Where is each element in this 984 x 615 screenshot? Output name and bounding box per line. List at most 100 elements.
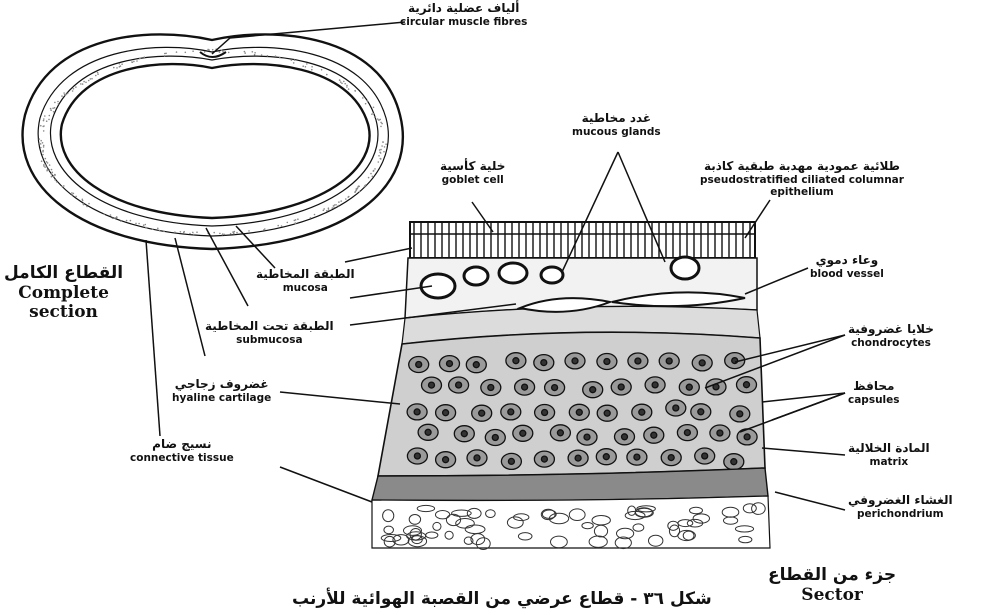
label-connective-tissue: نسيج ضام connective tissue [130,438,234,464]
stipple-dot [58,103,60,105]
stipple-dot [294,59,296,61]
stipple-dot [263,229,265,231]
stipple-dot [116,67,118,69]
label-blood-vessel: وعاء دموي blood vessel [810,254,884,280]
stipple-dot [56,181,58,183]
chondrocyte-nucleus [513,358,519,364]
stipple-dot [230,233,232,235]
chondrocyte-nucleus [651,432,657,438]
stipple-dot [133,61,135,63]
chondrocyte-nucleus [473,362,479,368]
chondrocyte-nucleus [604,410,610,416]
stipple-dot [54,107,56,109]
stipple-dot [368,177,370,179]
stipple-dot [340,81,342,83]
stipple-dot [40,147,42,149]
stipple-dot [212,49,214,51]
stipple-dot [380,158,382,160]
chondrocyte-nucleus [732,358,738,364]
stipple-dot [192,50,194,52]
label-chondrocytes: خلايا غضروفية chondrocytes [848,323,934,349]
stipple-dot [221,49,223,51]
stipple-dot [143,224,145,226]
stipple-dot [371,113,373,115]
stipple-dot [51,173,53,175]
chondrocyte-nucleus [508,458,514,464]
stipple-dot [326,210,328,212]
chondrocyte-nucleus [447,361,453,367]
stipple-dot [51,169,53,171]
stipple-dot [335,204,337,206]
stipple-dot [90,78,92,80]
stipple-dot [233,232,235,234]
stipple-dot [224,234,226,236]
stipple-dot [311,69,313,71]
stipple-dot [222,233,224,235]
stipple-dot [83,81,85,83]
stipple-dot [159,230,161,232]
stipple-dot [71,194,73,196]
stipple-dot [321,69,323,71]
stipple-dot [323,208,325,210]
stipple-dot [152,228,154,230]
chondrocyte-nucleus [575,455,581,461]
stipple-dot [46,161,48,163]
stipple-dot [126,220,128,222]
stipple-dot [71,192,73,194]
stipple-dot [43,164,45,166]
chondrocyte-nucleus [698,409,704,415]
stipple-dot [381,145,383,147]
stipple-dot [44,115,46,117]
stipple-dot [39,138,41,140]
stipple-dot [341,83,343,85]
chondrocyte-nucleus [639,409,645,415]
chondrocyte-nucleus [552,385,558,391]
stipple-dot [164,55,166,57]
stipple-dot [261,54,263,56]
stipple-dot [57,101,59,103]
stipple-dot [380,149,382,151]
stipple-dot [63,185,65,187]
stipple-dot [46,170,48,172]
stipple-dot [287,222,289,224]
stipple-dot [192,232,194,234]
ring-cartilage-inner [50,56,377,226]
label-perichondrium: الغشاء الغضروفي perichondrium [848,494,953,520]
stipple-dot [67,93,69,95]
stipple-dot [46,120,48,122]
stipple-dot [40,125,42,127]
stipple-dot [295,222,297,224]
stipple-dot [103,213,105,215]
chondrocyte-nucleus [584,434,590,440]
chondrocyte-nucleus [488,385,494,391]
stipple-dot [295,219,297,221]
chondrocyte-nucleus [520,430,526,436]
stipple-dot [72,90,74,92]
stipple-dot [61,95,63,97]
label-hyaline-cartilage: غضروف زجاجي hyaline cartilage [172,378,271,404]
stipple-dot [267,55,269,57]
stipple-dot [354,191,356,193]
stipple-dot [185,52,187,54]
stipple-dot [254,54,256,56]
label-submucosa: الطبقة تحت المخاطية submucosa [205,320,334,346]
stipple-dot [328,207,330,209]
stipple-dot [338,205,340,207]
stipple-dot [236,232,238,234]
stipple-dot [383,151,385,153]
chondrocyte-nucleus [492,435,498,441]
stipple-dot [382,141,384,143]
ring-inner-lumen [61,64,370,218]
chondrocyte-nucleus [508,409,514,415]
stipple-dot [42,154,44,156]
chondrocyte-nucleus [684,430,690,436]
chondrocyte-nucleus [522,384,528,390]
stipple-dot [297,218,299,220]
stipple-dot [44,166,46,168]
stipple-dot [138,223,140,225]
stipple-dot [131,61,133,63]
stipple-dot [146,227,148,229]
chondrocyte-nucleus [634,454,640,460]
stipple-dot [310,217,312,219]
